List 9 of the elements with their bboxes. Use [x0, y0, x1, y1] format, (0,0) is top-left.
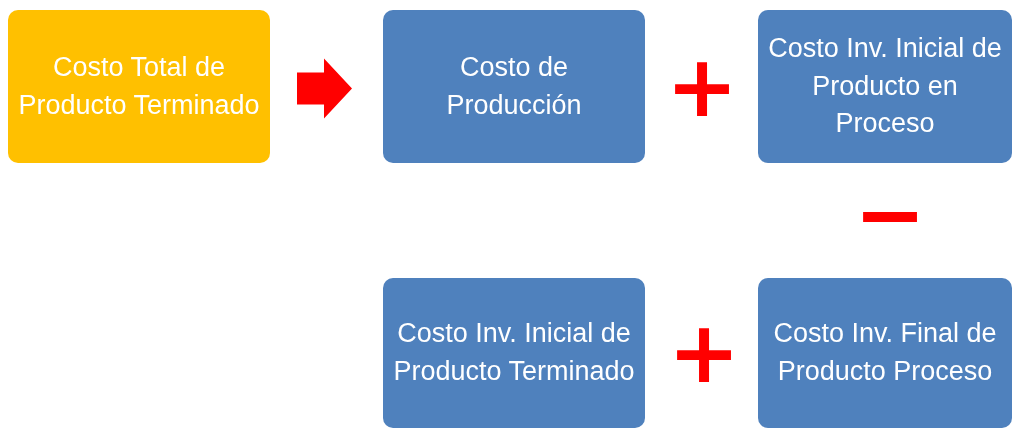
- process-box: Costo de Producción: [383, 10, 645, 163]
- process-box: Costo Inv. Inicial de Producto Terminado: [383, 278, 645, 428]
- block-arrow: [297, 58, 352, 119]
- operator-sign: +: [665, 43, 739, 129]
- operator-sign: +: [667, 309, 741, 395]
- process-box: Costo Total de Producto Terminado: [8, 10, 270, 163]
- process-box: Costo Inv. Final de Producto Proceso: [758, 278, 1012, 428]
- process-box: Costo Inv. Inicial de Producto en Proceso: [758, 10, 1012, 163]
- operator-sign: −: [853, 171, 927, 257]
